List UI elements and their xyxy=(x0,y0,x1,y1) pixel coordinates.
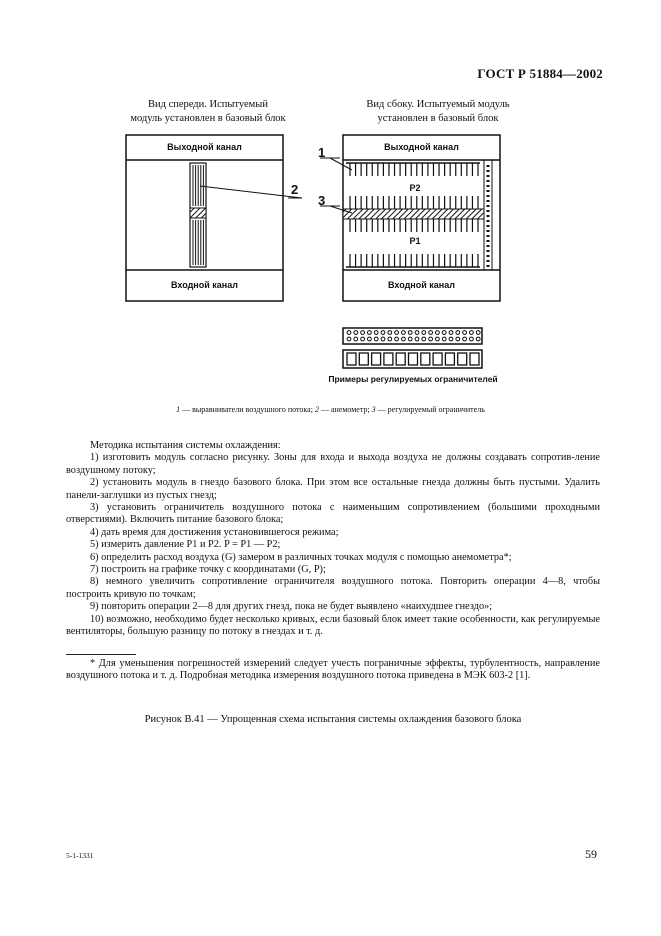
body-paragraph: 10) возможно, необходимо будет несколько… xyxy=(66,613,600,638)
callout-2-leader xyxy=(199,185,303,199)
body-paragraph: 8) немного увеличить сопротивление огран… xyxy=(66,576,600,600)
caption-front-view: Вид спереди. Испытуемый модуль установле… xyxy=(108,98,308,126)
restrictor-round-holes xyxy=(342,327,483,345)
legend-num-2: 2 xyxy=(314,405,319,414)
footnote-text: * Для уменьшения погрешностей измерений … xyxy=(66,658,600,682)
body-paragraph: Методика испытания системы охлаждения: xyxy=(90,440,281,451)
body-paragraph: 1) изготовить модуль согласно рисунку. З… xyxy=(66,452,600,476)
figure-drawing xyxy=(125,134,501,369)
side-top-flow-straightener xyxy=(349,163,479,176)
side-p2-label: P2 xyxy=(409,183,421,193)
side-input-channel-label: Входной канал xyxy=(388,280,455,290)
legend-num-3: 3 xyxy=(371,405,376,414)
figure-title: Рисунок В.41 — Упрощенная схема испытани… xyxy=(144,714,522,725)
callout-2-label: 2 xyxy=(291,182,299,197)
legend-text-2: — анемометр; xyxy=(318,405,372,414)
legend-text-1: — выравниватели воздушного потока; xyxy=(180,405,315,414)
body-paragraph: 6) определить расход воздуха (G) замером… xyxy=(90,551,512,563)
side-output-channel-label: Выходной канал xyxy=(384,142,459,152)
document-code: ГОСТ Р 51884—2002 xyxy=(477,66,603,81)
side-restrictor xyxy=(342,208,485,220)
page-number: 59 xyxy=(585,847,597,861)
footnote: * Для уменьшения погрешностей измерений … xyxy=(66,658,600,683)
side-lower-mid-straightener xyxy=(349,219,479,232)
body-paragraph: 2) установить модуль в гнездо базового б… xyxy=(66,477,600,501)
front-airflow-slats xyxy=(192,165,204,265)
callout-3-leader xyxy=(329,205,353,214)
caption-side-line-1: Вид сбоку. Испытуемый модуль xyxy=(366,99,510,110)
front-output-channel-label: Выходной канал xyxy=(167,142,242,152)
restrictor-square-holes xyxy=(342,349,483,369)
side-view xyxy=(320,134,501,302)
print-code: 5-1-1331 xyxy=(66,851,94,860)
legend-num-1: 1 xyxy=(176,405,181,414)
body-paragraph: 7) построить на графике точку с координа… xyxy=(90,564,326,576)
restrictor-caption: Примеры регулируемых ограничителей xyxy=(328,374,498,384)
side-upper-mid-straightener xyxy=(349,196,479,209)
caption-front-line-2: модуль установлен в базовый блок xyxy=(130,113,286,124)
body-text: Методика испытания системы охлаждения: 1… xyxy=(66,440,600,639)
figure-legend: 1 — выравниватели воздушного потока; 2 —… xyxy=(40,405,621,414)
front-view xyxy=(125,134,303,302)
side-p1-label: P1 xyxy=(409,236,421,246)
side-rail-holes xyxy=(486,165,490,267)
caption-side-view: Вид сбоку. Испытуемый модуль установлен … xyxy=(338,98,538,126)
side-bottom-flow-straightener xyxy=(349,254,479,267)
caption-front-line-1: Вид спереди. Испытуемый xyxy=(148,99,268,110)
front-input-channel-label: Входной канал xyxy=(171,280,238,290)
footnote-separator xyxy=(66,654,136,655)
caption-side-line-2: установлен в базовый блок xyxy=(377,113,499,124)
callout-1-label: 1 xyxy=(318,145,326,160)
callout-3-label: 3 xyxy=(318,193,326,208)
legend-text-3: — регулируемый ограничитель xyxy=(375,405,485,414)
restrictor-examples xyxy=(342,327,483,369)
body-paragraph: 5) измерить давление P1 и P2. P = P1 — P… xyxy=(90,539,281,551)
callout-1-leader xyxy=(329,157,353,171)
body-paragraph: 9) повторить операции 2—8 для других гне… xyxy=(90,601,493,613)
body-paragraph: 3) установить ограничитель воздушного по… xyxy=(66,502,600,526)
body-paragraph: 4) дать время для достижения установивше… xyxy=(90,526,339,538)
front-module xyxy=(189,162,207,268)
